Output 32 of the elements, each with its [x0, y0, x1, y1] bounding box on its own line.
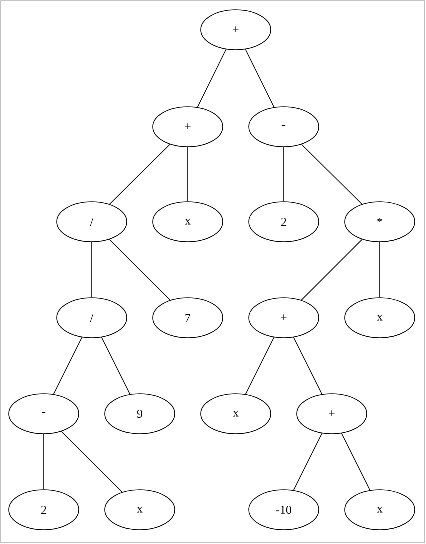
tree-node: x — [344, 298, 416, 338]
tree-edge — [245, 49, 275, 108]
tree-node: * — [344, 202, 416, 242]
tree-node: x — [344, 490, 416, 530]
tree-edge — [293, 337, 323, 395]
tree-edge — [341, 433, 371, 491]
tree-node: x — [152, 202, 224, 242]
tree-node: + — [248, 298, 320, 338]
tree-edge — [301, 144, 363, 205]
tree-node: 7 — [152, 298, 224, 338]
tree-node: + — [200, 10, 272, 50]
tree-node: x — [200, 394, 272, 434]
tree-node: - — [248, 106, 320, 148]
tree-node: + — [296, 394, 368, 434]
tree-edge — [301, 239, 363, 301]
tree-node: 2 — [248, 202, 320, 242]
tree-edge — [61, 431, 123, 493]
tree-edge — [109, 144, 171, 205]
tree-node: / — [56, 298, 128, 338]
tree-node: -10 — [248, 490, 320, 530]
tree-node: + — [152, 106, 224, 148]
tree-node: 2 — [8, 490, 80, 530]
tree-node: x — [104, 490, 176, 530]
tree-edge — [109, 239, 171, 301]
tree-edge — [53, 337, 83, 395]
tree-node: 9 — [104, 394, 176, 434]
tree-edge — [101, 337, 131, 395]
tree-edge — [293, 433, 323, 491]
tree-node: - — [8, 394, 80, 434]
tree-edge — [245, 337, 275, 395]
tree-node: / — [56, 202, 128, 242]
tree-edge — [197, 49, 227, 108]
